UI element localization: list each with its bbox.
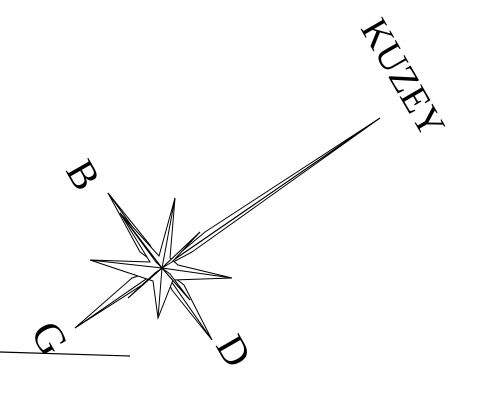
south-label: G (21, 314, 76, 363)
east-label: D (207, 327, 260, 375)
west-label: B (57, 152, 109, 198)
north-needle (162, 118, 380, 268)
ground-line (0, 352, 130, 356)
north-label: KUZEY (352, 12, 453, 145)
